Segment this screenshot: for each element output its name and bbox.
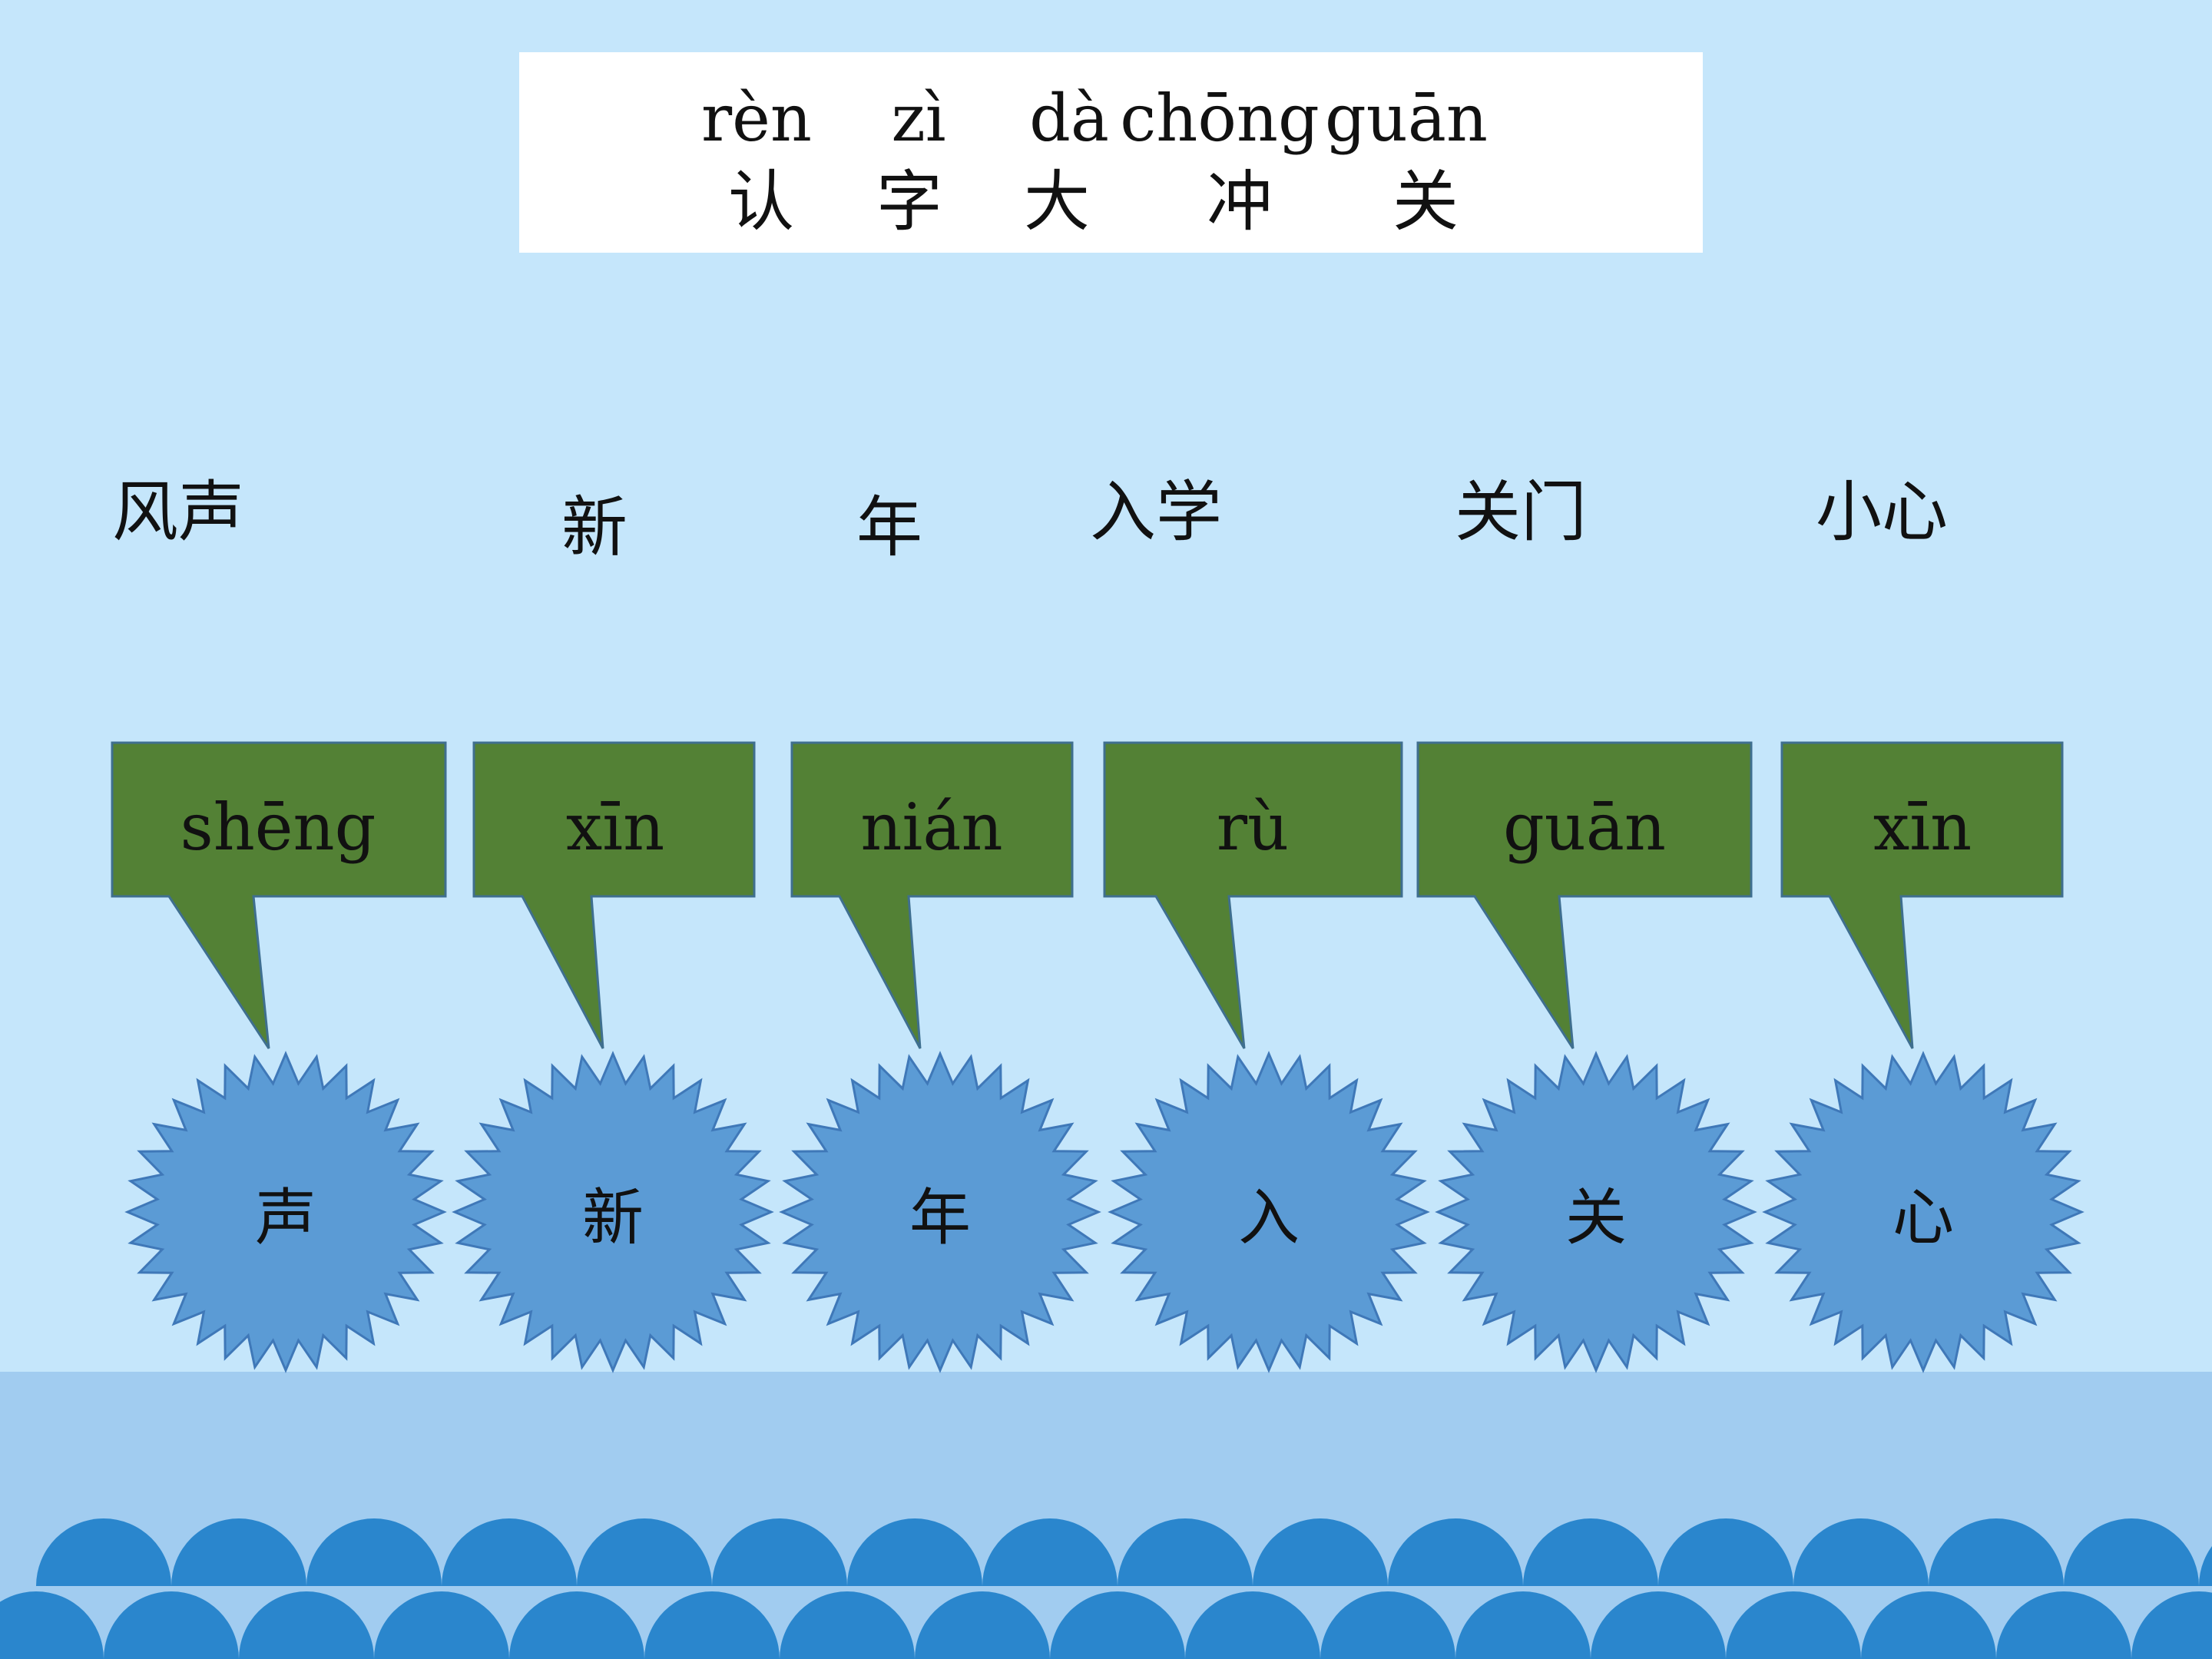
wave-1-14 bbox=[1929, 1518, 2064, 1586]
wave-0-7 bbox=[915, 1591, 1050, 1659]
wave-0-10 bbox=[1320, 1591, 1455, 1659]
title-hanzi-da: 大 bbox=[1024, 164, 1090, 240]
wave-1-7 bbox=[982, 1518, 1118, 1586]
bubble-pinyin-xin: xīn bbox=[565, 790, 665, 865]
wave-1-10 bbox=[1388, 1518, 1523, 1586]
wave-1-9 bbox=[1253, 1518, 1388, 1586]
wave-1-2 bbox=[306, 1518, 442, 1586]
wave-0-0 bbox=[0, 1591, 104, 1659]
burst-char-nian[interactable]: 年 bbox=[909, 1182, 971, 1253]
title-hanzi-guan: 关 bbox=[1392, 164, 1459, 240]
wave-1-15 bbox=[2064, 1518, 2199, 1586]
title-hanzi-ren: 认 bbox=[728, 164, 794, 240]
bubble-pinyin-xin-2: xīn bbox=[1873, 790, 1972, 865]
speech-bubble-1 bbox=[472, 741, 756, 1049]
wave-1-13 bbox=[1793, 1518, 1929, 1586]
starburst-4 bbox=[1435, 1051, 1757, 1373]
burst-char-ru[interactable]: 入 bbox=[1238, 1182, 1300, 1253]
wave-1-11 bbox=[1523, 1518, 1658, 1586]
burst-char-sheng[interactable]: 声 bbox=[255, 1182, 316, 1253]
starburst-2 bbox=[779, 1051, 1101, 1373]
word-nian[interactable]: 年 bbox=[856, 489, 922, 566]
bubble-pinyin-ru: rù bbox=[1216, 790, 1290, 865]
burst-char-xin-2[interactable]: 心 bbox=[1892, 1182, 1954, 1253]
wave-0-14 bbox=[1861, 1591, 1996, 1659]
bubble-pinyin-guan: guān bbox=[1502, 790, 1667, 865]
speech-bubble-3 bbox=[1103, 741, 1403, 1049]
bubble-pinyin-sheng: shēng bbox=[180, 790, 376, 865]
wave-0-8 bbox=[1050, 1591, 1185, 1659]
starburst-0 bbox=[124, 1051, 447, 1373]
wave-0-11 bbox=[1455, 1591, 1591, 1659]
wave-1-6 bbox=[847, 1518, 982, 1586]
speech-bubble-0 bbox=[111, 741, 447, 1049]
wave-0-9 bbox=[1185, 1591, 1320, 1659]
title-pinyin-chong: chōng bbox=[1120, 81, 1320, 156]
wave-1-8 bbox=[1118, 1518, 1253, 1586]
starburst-1 bbox=[452, 1051, 774, 1373]
wave-1-4 bbox=[577, 1518, 712, 1586]
wave-0-5 bbox=[644, 1591, 780, 1659]
wave-1-16 bbox=[2199, 1546, 2212, 1586]
title-pinyin-zi: zì bbox=[891, 81, 946, 156]
title-pinyin-da: dà bbox=[1029, 81, 1109, 156]
wave-0-4 bbox=[509, 1591, 644, 1659]
wave-1-5 bbox=[712, 1518, 847, 1586]
wave-0-15 bbox=[1996, 1591, 2131, 1659]
word-fengsheng[interactable]: 风声 bbox=[112, 474, 244, 551]
wave-0-12 bbox=[1591, 1591, 1726, 1659]
wave-0-16 bbox=[2131, 1591, 2212, 1659]
word-ruxue[interactable]: 入学 bbox=[1090, 474, 1222, 551]
title-hanzi-zi: 字 bbox=[876, 164, 942, 240]
wave-0-1 bbox=[104, 1591, 239, 1659]
wave-1-0 bbox=[36, 1518, 171, 1586]
wave-1-1 bbox=[171, 1518, 306, 1586]
burst-char-guan[interactable]: 关 bbox=[1565, 1182, 1627, 1253]
title-hanzi-chong: 冲 bbox=[1207, 164, 1273, 240]
bubble-pinyin-nian: nián bbox=[860, 790, 1003, 865]
wave-0-6 bbox=[780, 1591, 915, 1659]
wave-0-13 bbox=[1726, 1591, 1861, 1659]
speech-bubble-5 bbox=[1780, 741, 2064, 1049]
wave-1-3 bbox=[442, 1518, 577, 1586]
starburst-5 bbox=[1762, 1051, 2085, 1373]
word-guanmen[interactable]: 关门 bbox=[1455, 474, 1587, 551]
speech-bubble-2 bbox=[790, 741, 1074, 1049]
word-xiaoxin[interactable]: 小心 bbox=[1816, 474, 1948, 551]
title-pinyin-ren: rèn bbox=[701, 81, 812, 156]
wave-1-12 bbox=[1658, 1518, 1793, 1586]
burst-char-xin[interactable]: 新 bbox=[582, 1182, 644, 1253]
wave-0-3 bbox=[374, 1591, 509, 1659]
speech-bubble-4 bbox=[1416, 741, 1753, 1049]
title-box: rèn zì dà chōng guān 认 字 大 冲 关 bbox=[519, 52, 1703, 253]
starburst-3 bbox=[1108, 1051, 1430, 1373]
word-xin[interactable]: 新 bbox=[561, 489, 628, 566]
wave-0-2 bbox=[239, 1591, 374, 1659]
title-pinyin-guan: guān bbox=[1324, 81, 1488, 156]
